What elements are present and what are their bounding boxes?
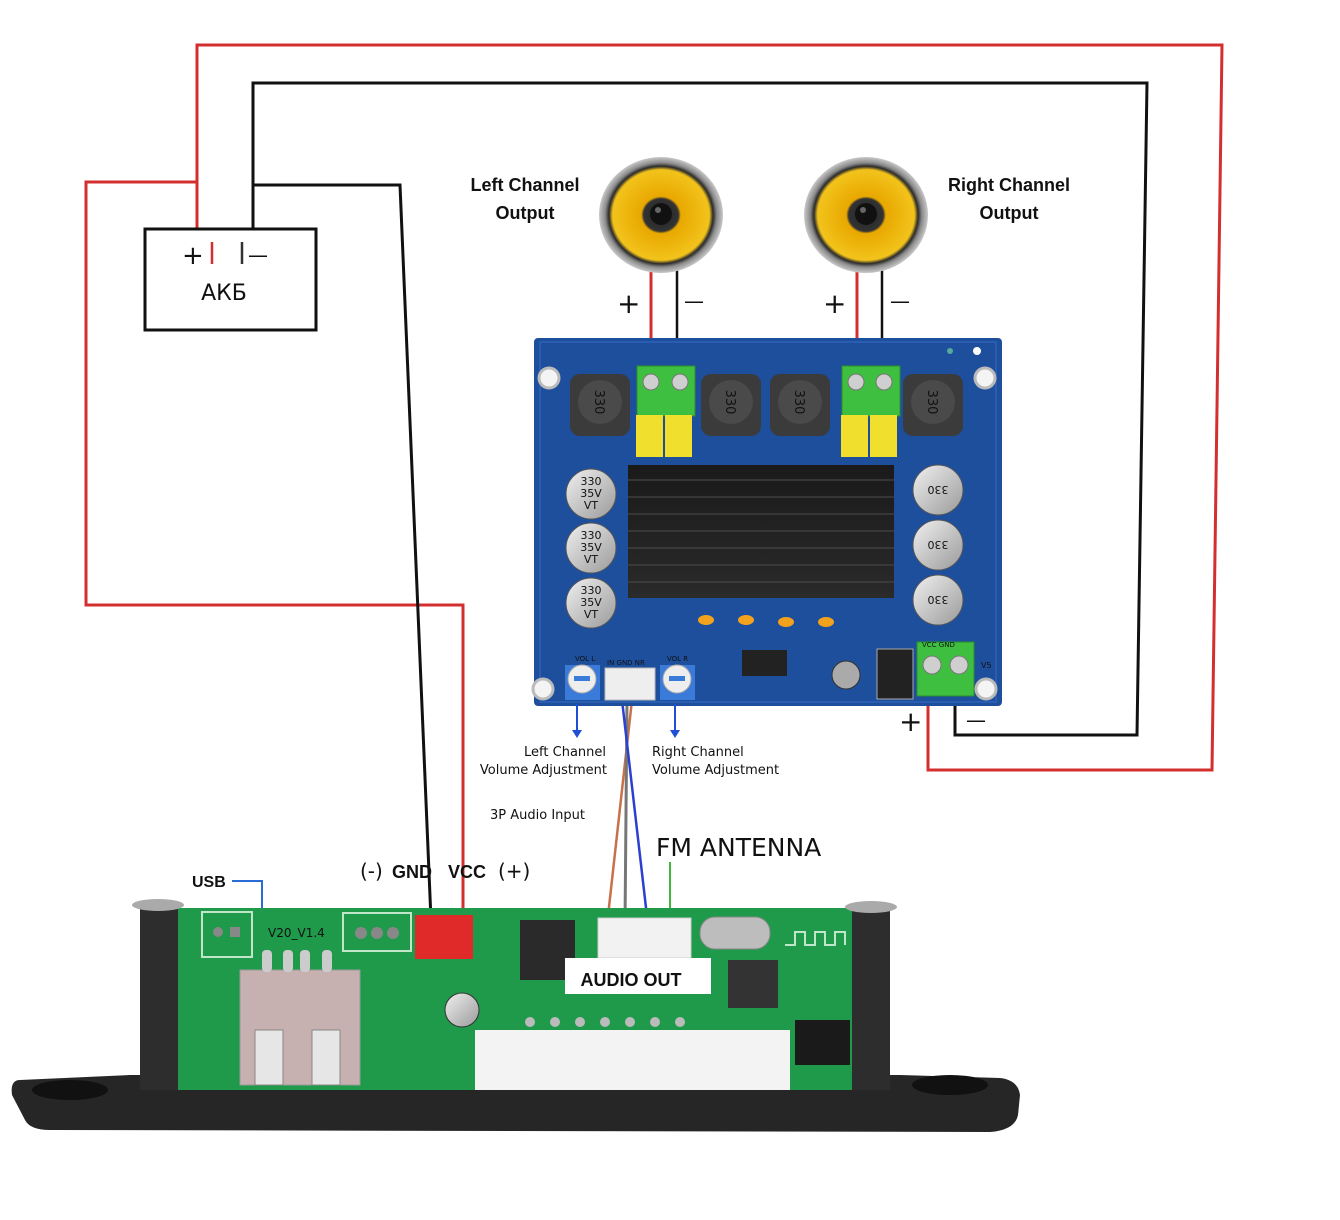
board-version: V20_V1.4 xyxy=(268,926,325,940)
left-speaker-terminal xyxy=(636,365,696,457)
svg-text:35V: 35V xyxy=(580,541,602,554)
heatsink xyxy=(628,465,894,598)
right-volume-label-line2: Volume Adjustment xyxy=(652,763,779,778)
inductors: 330 330 330 330 xyxy=(570,374,963,436)
inductor: 330 xyxy=(570,374,630,436)
svg-text:330: 330 xyxy=(928,483,949,496)
right-speaker-label-line2: Output xyxy=(980,203,1039,223)
svg-text:330: 330 xyxy=(722,390,737,415)
standoff-left xyxy=(140,905,178,1090)
capacitor: 330 xyxy=(912,464,964,516)
right-volume-pot[interactable]: VOL R xyxy=(660,655,695,700)
capacitor: 330 xyxy=(912,519,964,571)
left-pot-label: VOL L xyxy=(575,655,595,663)
audio-out-label: AUDIO OUT xyxy=(581,970,682,990)
svg-text:IN GND NR: IN GND NR xyxy=(607,659,645,667)
ir-receiver xyxy=(795,1020,850,1065)
svg-text:330: 330 xyxy=(791,390,806,415)
svg-text:35V: 35V xyxy=(580,487,602,500)
usb-label: USB xyxy=(192,874,226,891)
capacitors-right: 330 330 330 xyxy=(912,464,964,626)
svg-text:VT: VT xyxy=(584,553,599,566)
battery: + — АКБ xyxy=(143,227,318,332)
board-id: V5 xyxy=(981,661,992,670)
left-speaker-label-line1: Left Channel xyxy=(470,175,579,195)
svg-text:330: 330 xyxy=(581,584,602,597)
battery-plus-sign: + xyxy=(182,241,204,271)
left-speaker-minus: — xyxy=(684,289,704,313)
mp3-vcc-wire xyxy=(84,180,465,920)
audio-left-wire xyxy=(605,699,634,926)
left-volume-label-line1: Left Channel xyxy=(524,745,606,760)
left-speaker: Left Channel Output + — xyxy=(470,157,723,320)
inductor: 330 xyxy=(701,374,761,436)
power-terminal-label: VCC GND xyxy=(922,641,955,649)
vcc-label: VCC xyxy=(448,862,486,882)
svg-text:330: 330 xyxy=(924,390,939,415)
power-connector[interactable] xyxy=(415,915,473,959)
gnd-sign: (-) xyxy=(360,859,383,883)
right-pot-label: VOL R xyxy=(667,655,688,663)
annotations: Left Channel Volume Adjustment Right Cha… xyxy=(192,704,821,988)
left-speaker-label-line2: Output xyxy=(496,203,555,223)
right-speaker: Right Channel Output + — xyxy=(804,157,1070,320)
ceramic-capacitors xyxy=(698,615,834,627)
battery-box xyxy=(143,227,318,332)
amp-power-minus: — xyxy=(966,708,986,732)
mounting-holes xyxy=(531,366,998,701)
battery-minus-sign: — xyxy=(248,243,268,267)
audio-out-label-box xyxy=(565,958,711,994)
svg-text:VT: VT xyxy=(584,608,599,621)
audio-right-wire xyxy=(620,699,650,926)
left-volume-label-line2: Volume Adjustment xyxy=(480,763,607,778)
vcc-sign: (+) xyxy=(498,859,530,883)
left-volume-pot[interactable]: VOL L xyxy=(565,655,600,700)
usb-port[interactable] xyxy=(239,950,361,1086)
mp3-gnd-wire xyxy=(253,183,433,921)
gnd-label: GND xyxy=(392,862,432,882)
battery-positive-wire xyxy=(195,43,1224,772)
inductor: 330 xyxy=(770,374,830,436)
svg-text:330: 330 xyxy=(581,475,602,488)
amp-power-plus: + xyxy=(899,705,922,738)
right-speaker-minus: — xyxy=(890,289,910,313)
right-speaker-label-line1: Right Channel xyxy=(948,175,1070,195)
svg-text:330: 330 xyxy=(928,538,949,551)
battery-negative-wire xyxy=(251,81,1149,737)
audio-input-label: 3P Audio Input xyxy=(490,808,585,823)
fm-antenna-label: FM ANTENNA xyxy=(656,833,821,862)
inductor: 330 xyxy=(903,374,963,436)
right-speaker-terminal xyxy=(841,365,901,457)
mp3-decoder-board: V20_V1.4 AUDIO OUT xyxy=(11,899,1020,1132)
right-volume-label-line1: Right Channel xyxy=(652,745,744,760)
svg-text:35V: 35V xyxy=(580,596,602,609)
svg-text:330: 330 xyxy=(928,593,949,606)
svg-text:330: 330 xyxy=(581,529,602,542)
audio-input-connector[interactable]: IN GND NR xyxy=(604,659,656,701)
display-strip xyxy=(475,1030,790,1090)
left-speaker-plus: + xyxy=(617,287,640,320)
power-terminal: VCC GND V5 xyxy=(916,641,992,697)
ic-chip xyxy=(742,650,787,676)
svg-text:330: 330 xyxy=(591,390,606,415)
capacitor: 330 xyxy=(912,574,964,626)
standoff-right xyxy=(852,905,890,1090)
right-speaker-plus: + xyxy=(823,287,846,320)
audio-out-connector[interactable] xyxy=(597,917,692,959)
svg-text:VT: VT xyxy=(584,499,599,512)
battery-label: АКБ xyxy=(201,281,247,306)
